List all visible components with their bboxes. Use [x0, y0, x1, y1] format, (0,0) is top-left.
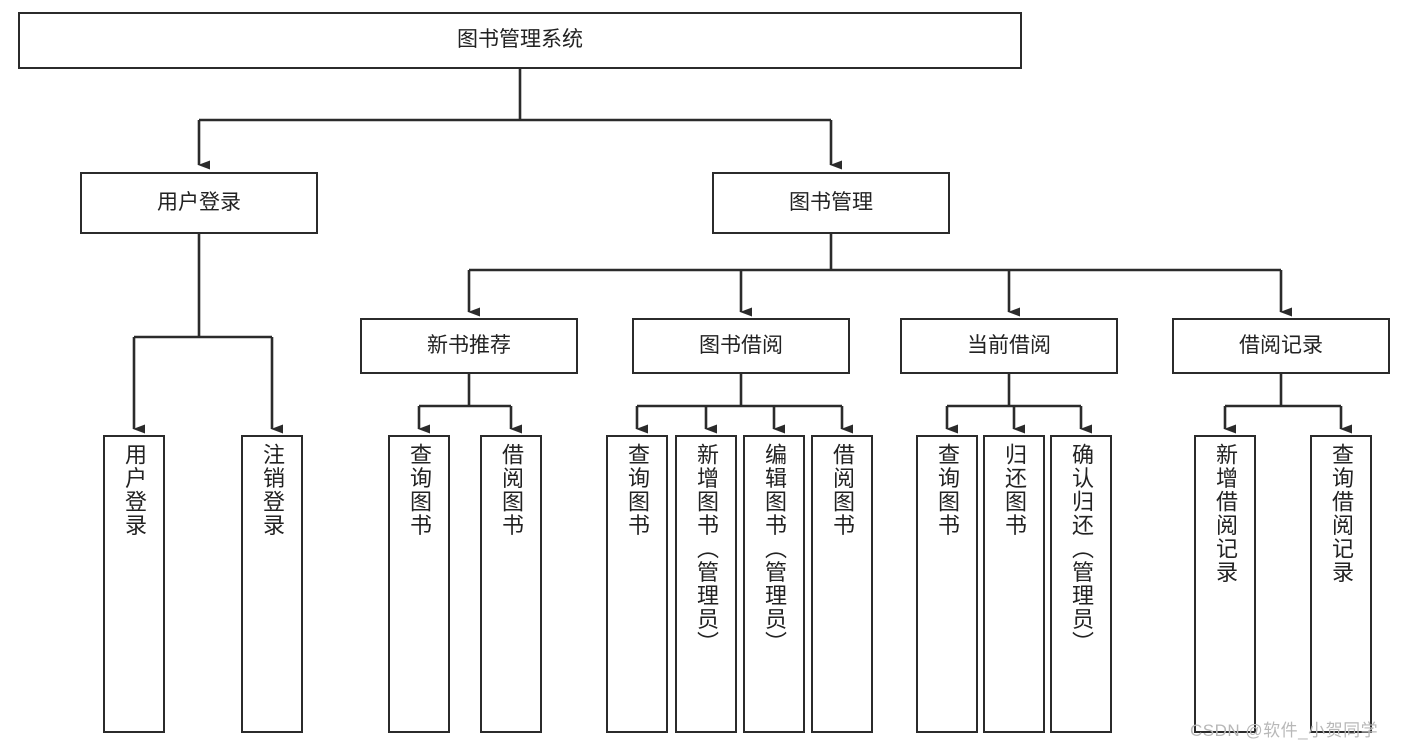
- node-leaf-query-record-label: 查询借阅记录: [1329, 443, 1354, 584]
- node-leaf-edit-book[interactable]: 编辑图书（管理员）: [743, 435, 805, 733]
- node-leaf-borrow-book-2[interactable]: 借阅图书: [811, 435, 873, 733]
- node-book-borrow-label: 图书借阅: [699, 333, 783, 357]
- node-leaf-query-book-2[interactable]: 查询图书: [606, 435, 668, 733]
- node-leaf-add-record-label: 新增借阅记录: [1213, 443, 1238, 584]
- node-leaf-query-record[interactable]: 查询借阅记录: [1310, 435, 1372, 733]
- node-leaf-user-login[interactable]: 用户登录: [103, 435, 165, 733]
- node-user-login-label: 用户登录: [157, 190, 241, 214]
- node-leaf-query-book-3[interactable]: 查询图书: [916, 435, 978, 733]
- node-leaf-confirm-return-label: 确认归还（管理员）: [1069, 443, 1094, 655]
- node-leaf-logout[interactable]: 注销登录: [241, 435, 303, 733]
- node-new-book-recommend[interactable]: 新书推荐: [360, 318, 578, 374]
- node-leaf-user-login-label: 用户登录: [122, 443, 147, 537]
- node-root-label: 图书管理系统: [457, 28, 583, 52]
- node-book-manage-label: 图书管理: [789, 190, 873, 214]
- node-borrow-record-label: 借阅记录: [1239, 333, 1323, 357]
- node-leaf-logout-label: 注销登录: [260, 443, 285, 537]
- node-leaf-edit-book-label: 编辑图书（管理员）: [762, 443, 787, 655]
- node-current-borrow[interactable]: 当前借阅: [900, 318, 1118, 374]
- node-leaf-return-book[interactable]: 归还图书: [983, 435, 1045, 733]
- node-leaf-confirm-return[interactable]: 确认归还（管理员）: [1050, 435, 1112, 733]
- node-current-borrow-label: 当前借阅: [967, 333, 1051, 357]
- node-root[interactable]: 图书管理系统: [18, 12, 1022, 69]
- node-leaf-add-record[interactable]: 新增借阅记录: [1194, 435, 1256, 733]
- node-leaf-borrow-book-1-label: 借阅图书: [499, 443, 524, 537]
- node-leaf-add-book[interactable]: 新增图书（管理员）: [675, 435, 737, 733]
- node-book-borrow[interactable]: 图书借阅: [632, 318, 850, 374]
- node-leaf-return-book-label: 归还图书: [1002, 443, 1027, 537]
- node-user-login[interactable]: 用户登录: [80, 172, 318, 234]
- node-leaf-add-book-label: 新增图书（管理员）: [694, 443, 719, 655]
- node-leaf-query-book-1-label: 查询图书: [407, 443, 432, 537]
- node-leaf-query-book-2-label: 查询图书: [625, 443, 650, 537]
- node-leaf-borrow-book-2-label: 借阅图书: [830, 443, 855, 537]
- node-leaf-query-book-3-label: 查询图书: [935, 443, 960, 537]
- node-book-manage[interactable]: 图书管理: [712, 172, 950, 234]
- node-new-book-recommend-label: 新书推荐: [427, 333, 511, 357]
- node-leaf-query-book-1[interactable]: 查询图书: [388, 435, 450, 733]
- node-leaf-borrow-book-1[interactable]: 借阅图书: [480, 435, 542, 733]
- node-borrow-record[interactable]: 借阅记录: [1172, 318, 1390, 374]
